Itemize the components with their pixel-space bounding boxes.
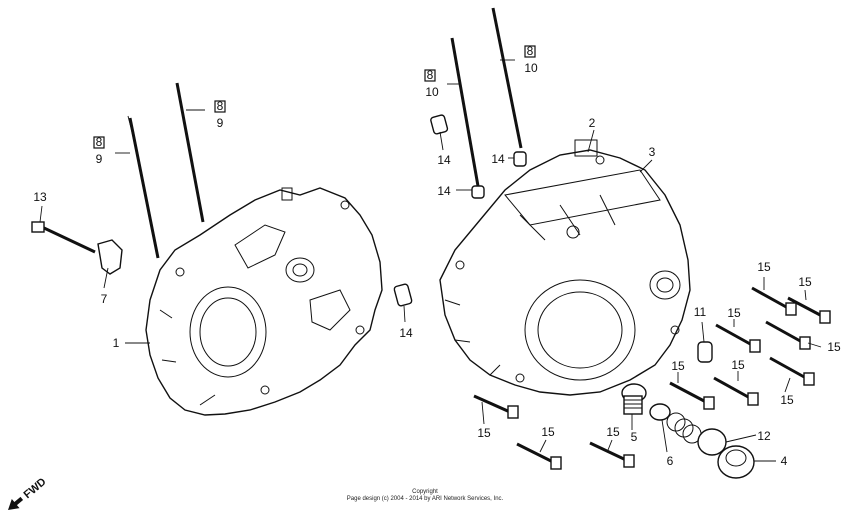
leader-lines <box>39 59 822 462</box>
bracket-7[interactable] <box>97 239 123 275</box>
callout-13: 13 <box>33 190 47 204</box>
spec-box-9-rear-text: 8 <box>217 99 224 113</box>
callout-14-case: 14 <box>437 184 451 198</box>
callout-10-front: 10 <box>425 85 439 99</box>
callout-14-left: 14 <box>399 326 413 340</box>
callout-15-f: 15 <box>731 358 745 372</box>
stud-10-front[interactable] <box>450 37 480 187</box>
callout-15-g: 15 <box>780 393 794 407</box>
callout-3: 3 <box>649 145 656 159</box>
stud-10-rear[interactable] <box>491 7 523 149</box>
spec-box-9-rear <box>214 100 226 113</box>
bolt-13[interactable] <box>31 221 96 254</box>
stud-9-front[interactable] <box>127 115 160 259</box>
collar-11[interactable] <box>697 341 713 363</box>
copyright-line2: Page design (c) 2004 - 2014 by ARI Netwo… <box>347 496 504 502</box>
spec-box-9-front <box>93 136 105 149</box>
dowel-pin-case[interactable] <box>471 185 485 199</box>
spec-box-10-front <box>424 69 436 82</box>
callout-9-rear: 9 <box>217 116 224 130</box>
callout-labels: 1 2 3 4 5 6 7 9 9 10 10 11 12 13 14 14 1… <box>33 61 841 468</box>
callout-7: 7 <box>101 292 108 306</box>
callout-10-rear: 10 <box>524 61 538 75</box>
callout-12: 12 <box>757 429 771 443</box>
callout-14-stud: 14 <box>491 152 505 166</box>
stud-9-rear[interactable] <box>175 82 205 223</box>
callout-6: 6 <box>667 454 674 468</box>
oil-strainer-5[interactable] <box>621 383 647 415</box>
spec-box-10-rear <box>524 45 536 58</box>
spec-box-9-front-text: 8 <box>96 135 103 149</box>
callout-15-b: 15 <box>798 275 812 289</box>
callout-15-i: 15 <box>541 425 555 439</box>
callout-15-j: 15 <box>606 425 620 439</box>
copyright-line1: Copyright <box>412 489 438 495</box>
bolts-15[interactable] <box>473 286 831 470</box>
left-crankcase-half[interactable] <box>145 187 383 416</box>
callout-4: 4 <box>781 454 788 468</box>
o-ring-12[interactable] <box>697 428 727 456</box>
callout-5: 5 <box>631 430 638 444</box>
callout-14-top: 14 <box>437 153 451 167</box>
spec-box-10-rear-text: 8 <box>527 44 534 58</box>
right-crankcase-half[interactable] <box>439 139 691 396</box>
drain-plug-4[interactable] <box>717 445 755 479</box>
callout-11: 11 <box>694 305 707 319</box>
o-ring-6[interactable] <box>649 403 671 421</box>
fwd-label: FWD <box>22 476 49 501</box>
callout-15-a: 15 <box>757 260 771 274</box>
callout-9-front: 9 <box>96 152 103 166</box>
callout-1: 1 <box>113 336 120 350</box>
dowel-pin-stud[interactable] <box>513 151 527 167</box>
callout-15-e: 15 <box>671 359 685 373</box>
callout-15-d: 15 <box>827 340 841 354</box>
dowel-pin-top[interactable] <box>430 114 449 135</box>
callout-15-c: 15 <box>727 306 741 320</box>
spring-6[interactable] <box>666 412 702 444</box>
callout-15-h: 15 <box>477 426 491 440</box>
dowel-pin-left[interactable] <box>393 283 413 307</box>
spec-box-10-front-text: 8 <box>427 68 434 82</box>
callout-2: 2 <box>589 116 596 130</box>
fwd-arrow-icon <box>8 496 24 510</box>
fwd-indicator: FWD <box>8 476 49 510</box>
